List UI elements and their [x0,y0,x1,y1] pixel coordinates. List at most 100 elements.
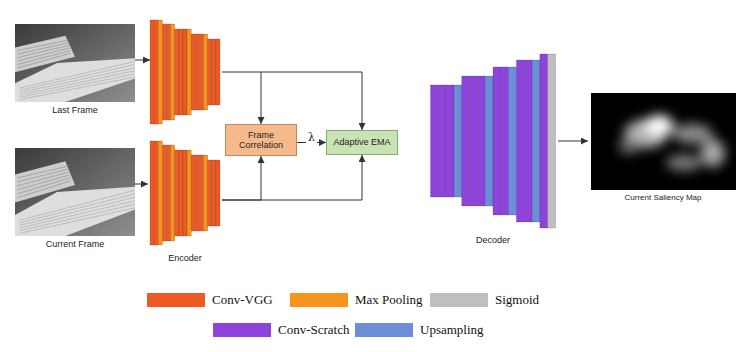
layer-bar [446,85,454,197]
dec-picture [428,50,558,232]
ema-box: Adaptive EMA [326,130,398,155]
legend-swatch [213,323,271,337]
flow-arrow [558,141,588,142]
wood-board [15,58,135,102]
sal-picture [591,93,736,190]
enc-picture [148,136,222,250]
stack-line [17,51,70,65]
grain-line [20,71,135,95]
layer-bar [431,85,439,197]
grain-line [20,208,135,234]
layer-bar [158,20,162,124]
wood-board [15,187,135,236]
layer-bar [516,60,524,222]
map-ground [591,93,736,190]
box-label: Adaptive EMA [333,137,390,147]
photo-ground [15,148,135,236]
feature-line [135,60,150,61]
stack-line [17,42,70,54]
layer-bar [183,29,187,115]
saliency-blob [665,155,701,171]
legend-entry: Max Pooling [290,292,423,308]
layer-bar [212,160,216,226]
layer-bar [162,24,166,120]
figure-label: Encoder [148,253,222,263]
legend-entry: Sigmoid [430,292,539,308]
layer-bar [199,34,203,110]
stack-line [17,169,70,182]
box-label: Frame Correlation [231,130,291,151]
photo-ground [15,24,135,102]
layer-bar [183,150,187,236]
layer-bar [175,150,179,236]
layer-bar [216,39,220,105]
saliency-blob [618,138,638,154]
stack-line [17,48,70,61]
layer-bar [532,60,540,222]
edge-label-holder: λ [306,127,317,145]
grain-line [20,74,135,97]
legend-swatch [147,293,205,307]
layer-bar [204,34,208,110]
figure-label: Current Saliency Map [588,193,738,202]
grain-line [20,204,135,230]
legend-entry: Conv-Scratch [213,322,349,338]
layer-bar [462,76,470,206]
layer-bar [216,160,220,226]
figure-label: Last Frame [15,105,135,115]
layer-bar [454,85,462,197]
layer-bar [204,155,208,231]
frame-image: Current Frame [15,148,135,249]
saliency-map: Current Saliency Map [588,93,738,202]
layer-bar [171,145,175,241]
grain-line [20,197,135,225]
layer-bar [187,29,191,115]
saliency-blob [672,124,712,144]
figure-label: Current Frame [15,239,135,249]
layer-bar [485,76,493,206]
layer-bar [212,39,216,105]
layer-bar [540,54,548,228]
grain-line [20,77,135,100]
grain-line [20,201,135,228]
layer-bar [493,67,501,215]
layer-bar [179,29,183,115]
layer-bar [158,141,162,245]
edge-label: λ [306,131,317,144]
layer-bar [171,24,175,120]
legend-text: Conv-Scratch [278,322,349,338]
legend-entry: Upsampling [355,322,484,338]
correlation-box: Frame Correlation [225,124,297,156]
layer-bar [470,76,478,206]
layer-bar [438,85,446,197]
frame-image: Last Frame [15,24,135,115]
legend-text: Max Pooling [355,292,423,308]
figure-label: Decoder [428,235,558,245]
layer-bar [154,20,158,124]
stack-line [17,178,70,194]
encoder-stack: Encoder [148,136,222,263]
layer-bar [154,141,158,245]
legend-text: Upsampling [420,322,484,338]
upper-encoder [150,20,220,124]
layer-bar [548,54,556,228]
layer-bar [208,160,212,226]
photo-picture [15,148,135,236]
layer-bar [191,34,195,110]
saliency-blob [645,115,673,135]
flow-arrow [222,156,261,200]
stack-line [17,175,70,190]
layer-bar [150,20,154,124]
decoder-stack: Decoder [428,50,558,245]
saliency-blob [700,139,724,167]
layer-bar [150,141,154,245]
layer-bar [187,150,191,236]
legend-swatch [430,293,488,307]
layer-bar [195,34,199,110]
layer-bar [208,39,212,105]
flow-arrow [135,184,148,185]
layer-bar [191,155,195,231]
legend-swatch [290,293,348,307]
layer-bar [199,155,203,231]
